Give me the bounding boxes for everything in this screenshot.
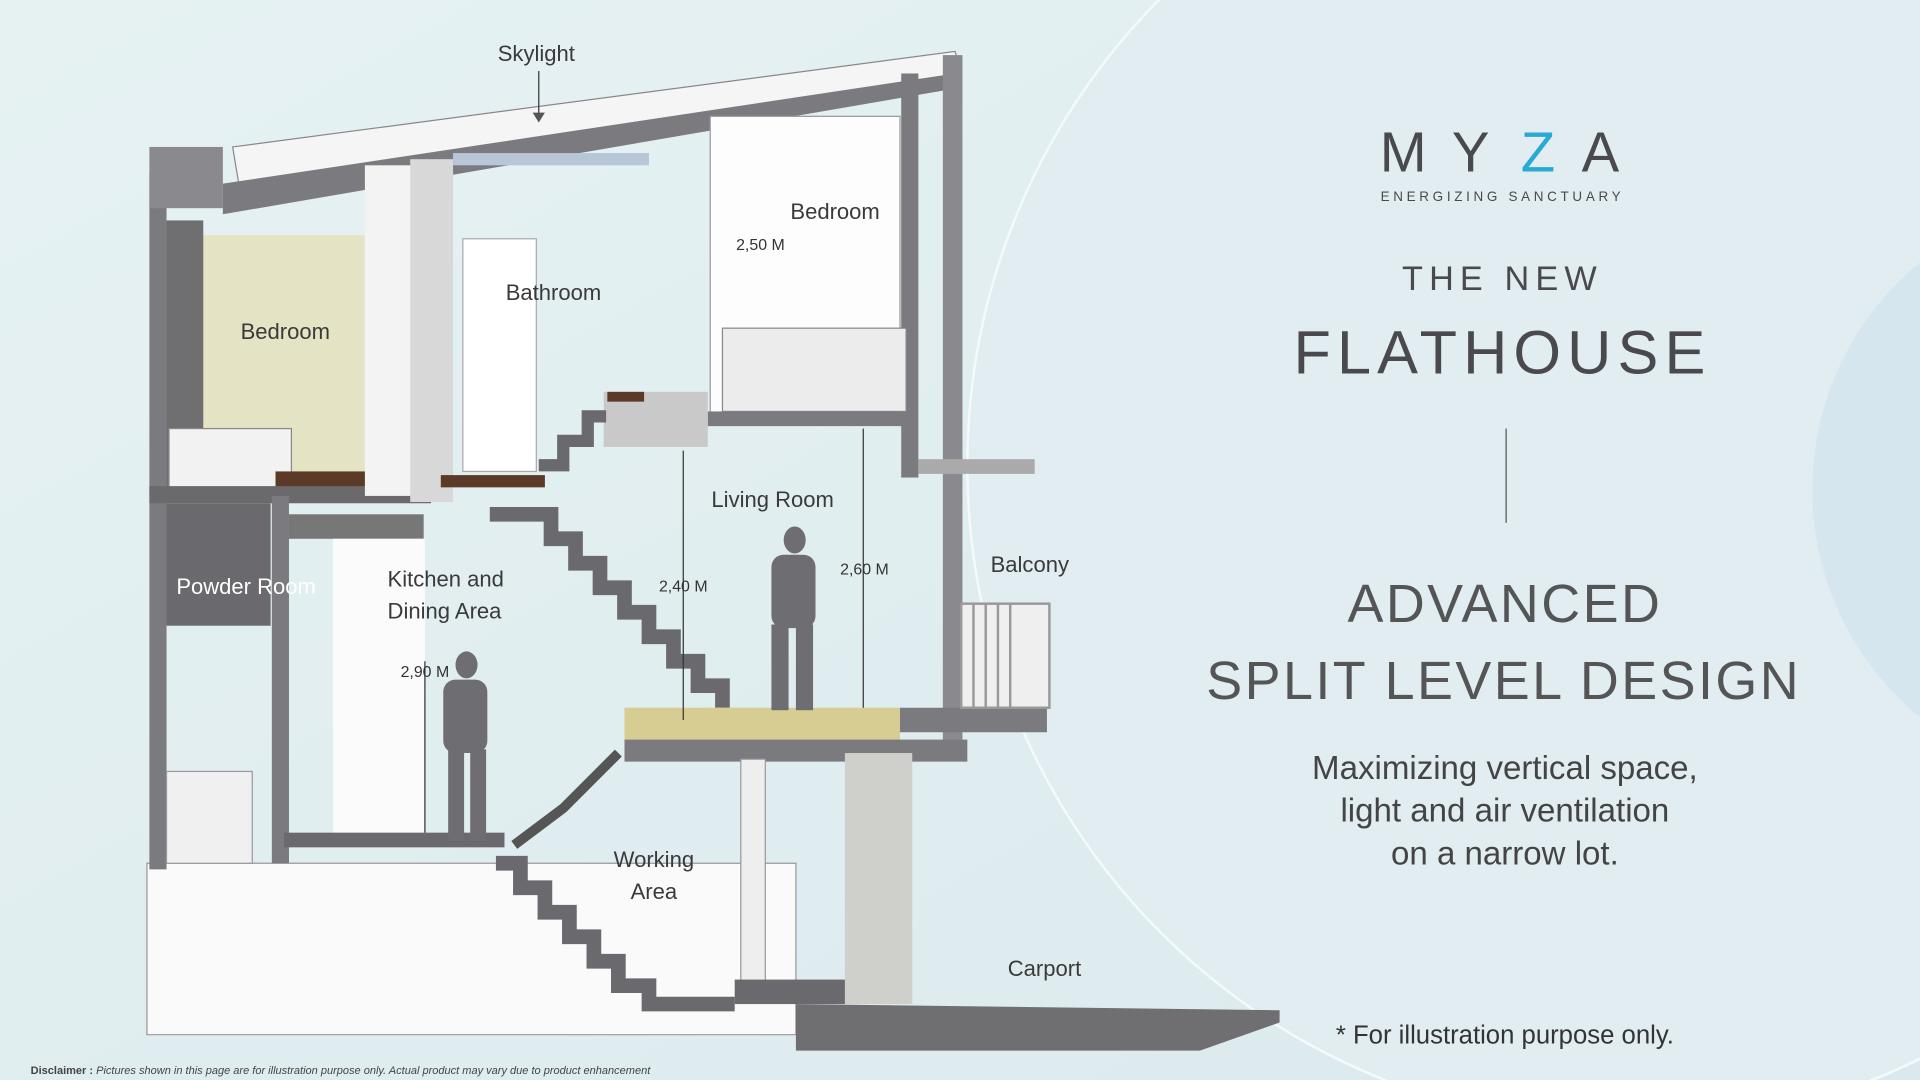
- feature-line1: ADVANCED: [1347, 574, 1662, 634]
- dimension-260: 2,60 M: [840, 561, 889, 578]
- logo-letter-y: Y: [1452, 120, 1490, 183]
- label-living-room: Living Room: [711, 487, 833, 512]
- logo-letter-z: Z: [1521, 120, 1555, 183]
- decor-circle-right: [1812, 262, 1920, 718]
- dimension-240: 2,40 M: [659, 578, 708, 595]
- dimension-290: 2,90 M: [401, 664, 450, 681]
- brand-logo: M Y Z A ENERGIZING SANCTUARY: [1380, 120, 1625, 204]
- disclaimer: Disclaimer : Pictures shown in this page…: [31, 1065, 652, 1077]
- label-working-2: Area: [631, 879, 678, 904]
- feature-line2: SPLIT LEVEL DESIGN: [1206, 651, 1801, 711]
- disclaimer-text: Pictures shown in this page are for illu…: [96, 1065, 651, 1077]
- label-bedroom-left: Bedroom: [241, 319, 330, 344]
- label-carport: Carport: [1008, 956, 1081, 981]
- label-kitchen-2: Dining Area: [388, 598, 503, 623]
- description-line-3: on a narrow lot.: [1391, 835, 1619, 872]
- label-kitchen-1: Kitchen and: [388, 567, 504, 592]
- label-skylight: Skylight: [498, 41, 575, 66]
- label-balcony: Balcony: [991, 552, 1069, 577]
- logo-letter-m: M: [1380, 120, 1427, 183]
- description-line-1: Maximizing vertical space,: [1312, 750, 1698, 787]
- footnote: * For illustration purpose only.: [1336, 1021, 1674, 1049]
- disclaimer-label: Disclaimer :: [31, 1065, 93, 1077]
- illustration-labels: Skylight Bedroom Bathroom Bedroom Living…: [176, 41, 1081, 981]
- label-bathroom: Bathroom: [506, 280, 602, 305]
- headline-title: FLATHOUSE: [1293, 318, 1711, 386]
- label-working-1: Working: [614, 847, 694, 872]
- headline-pre: THE NEW: [1402, 260, 1603, 298]
- dimension-250: 2,50 M: [736, 237, 785, 254]
- description-line-2: light and air ventilation: [1340, 793, 1669, 830]
- house-section-illustration: [146, 50, 1280, 1051]
- label-powder-room: Powder Room: [176, 574, 316, 599]
- logo-letter-a: A: [1582, 120, 1620, 183]
- label-bedroom-top: Bedroom: [790, 199, 879, 224]
- logo-tagline: ENERGIZING SANCTUARY: [1381, 189, 1625, 204]
